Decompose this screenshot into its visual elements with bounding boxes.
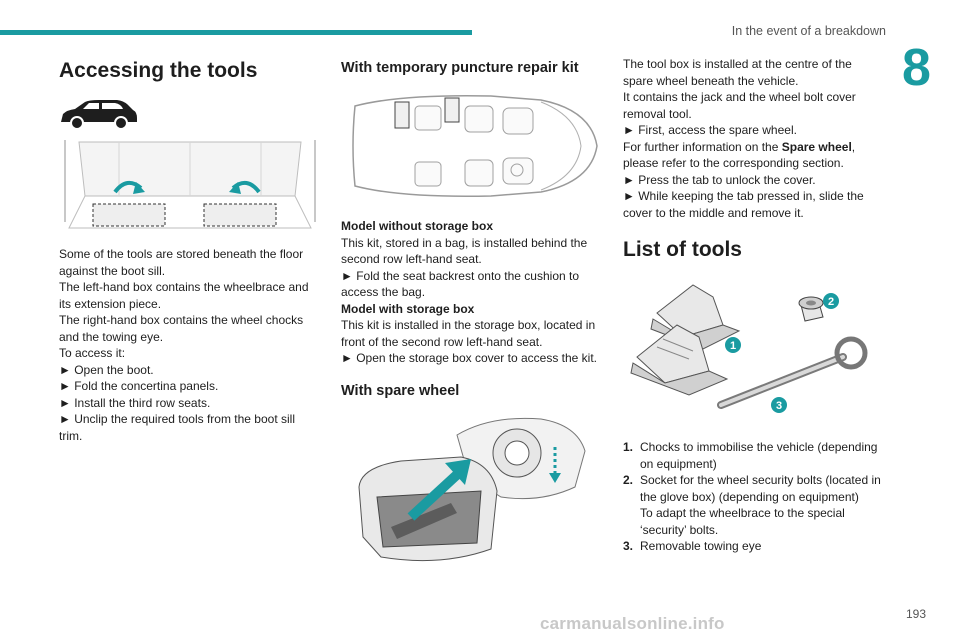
heading-spare-wheel: With spare wheel — [341, 382, 460, 399]
list-item: 3. Removable towing eye — [623, 538, 885, 555]
item-text: ‘security’ bolts. — [640, 522, 719, 537]
item-text: Socket for the wheel security bolts (loc… — [640, 473, 881, 487]
text-line: against the boot sill. — [59, 263, 166, 278]
subheading-model-without-box: Model without storage box — [341, 219, 493, 233]
watermark: carmanualsonline.info — [540, 614, 725, 633]
list-item: 2. Socket for the wheel security bolts (… — [623, 472, 885, 538]
text-line: This kit, stored in a bag, is installed … — [341, 235, 588, 250]
heading-puncture-repair-kit: With temporary puncture repair kit — [341, 60, 579, 76]
text-line: ► Open the storage box cover to access t… — [341, 351, 598, 365]
callout-3: 3 — [776, 400, 782, 412]
column-tool-box: The tool box is installed at the centre … — [623, 56, 885, 555]
item-number: 3. — [623, 539, 634, 553]
text-line: ► While keeping the tab pressed in, slid… — [623, 189, 864, 203]
text-line: cover to the middle and remove it. — [623, 205, 804, 220]
text-line: please refer to the corresponding sectio… — [623, 156, 844, 170]
car-silhouette-icon — [61, 100, 137, 130]
callout-1: 1 — [730, 340, 736, 352]
tools-list: 1. Chocks to immobilise the vehicle (dep… — [623, 439, 885, 555]
column-accessing-tools: Accessing the tools Some of the tools ar… — [59, 56, 321, 444]
header-accent-bar — [0, 30, 472, 35]
section-header-title: In the event of a breakdown — [731, 24, 886, 38]
tools-illustration: 1 2 3 — [630, 284, 868, 413]
item-text: Removable towing eye — [640, 539, 762, 553]
reference-prefix: For further information on the — [623, 139, 782, 154]
subheading-model-with-box: Model with storage box — [341, 301, 475, 316]
text-line: The left-hand box contains the wheelbrac… — [59, 280, 309, 294]
text-line: its extension piece. — [59, 296, 162, 311]
text-line: spare wheel beneath the vehicle. — [623, 73, 799, 88]
text-line: This kit is installed in the storage box… — [341, 318, 596, 332]
text-line: removal tool. — [623, 106, 692, 121]
spare-wheel-toolbox-illustration — [358, 417, 586, 561]
item-text: the glove box) (depending on equipment) — [640, 489, 859, 504]
text-line: The right-hand box contains the wheel ch… — [59, 313, 304, 327]
text-line: To access it: — [59, 346, 126, 360]
text-line: ► Press the tab to unlock the cover. — [623, 172, 816, 187]
chapter-number: 8 — [902, 39, 931, 97]
item-text: Chocks to immobilise the vehicle (depend… — [640, 440, 878, 454]
text-line: It contains the jack and the wheel bolt … — [623, 90, 856, 104]
text-line: ► Install the third row seats. — [59, 395, 211, 410]
heading-list-of-tools: List of tools — [623, 238, 742, 261]
item-text: To adapt the wheelbrace to the special — [640, 506, 845, 520]
column-puncture-kit: With temporary puncture repair kit Model… — [341, 56, 603, 577]
heading-accessing-tools: Accessing the tools — [59, 59, 258, 82]
text-line: The tool box is installed at the centre … — [623, 57, 852, 71]
text-line: ► Unclip the required tools from the boo… — [59, 412, 295, 426]
text-line: ► Fold the seat backrest onto the cushio… — [341, 268, 580, 283]
text-line: front of the second row left-hand seat. — [341, 334, 543, 349]
item-text: on equipment) — [640, 456, 717, 471]
text-line: trim. — [59, 428, 83, 443]
text-line: ► Open the boot. — [59, 362, 154, 377]
car-top-view-illustration — [352, 94, 598, 198]
callout-2: 2 — [828, 296, 834, 308]
list-item: 1. Chocks to immobilise the vehicle (dep… — [623, 439, 885, 472]
text-line: ► First, access the spare wheel. — [623, 123, 797, 137]
text-line: and the towing eye. — [59, 329, 164, 344]
text-line: second row left-hand seat. — [341, 252, 482, 266]
spare-wheel-link[interactable]: Spare wheel — [781, 139, 852, 154]
item-number: 2. — [623, 473, 634, 487]
text-line: Some of the tools are stored beneath the… — [59, 247, 304, 261]
text-line: access the bag. — [341, 285, 426, 299]
page-number: 193 — [905, 607, 926, 621]
text-line-spare-wheel-reference: For further information on the Spare whe… — [623, 139, 885, 156]
text-line: ► Fold the concertina panels. — [59, 379, 219, 393]
item-number: 1. — [623, 440, 634, 454]
boot-floor-illustration — [59, 136, 321, 236]
reference-suffix: , — [851, 139, 856, 154]
